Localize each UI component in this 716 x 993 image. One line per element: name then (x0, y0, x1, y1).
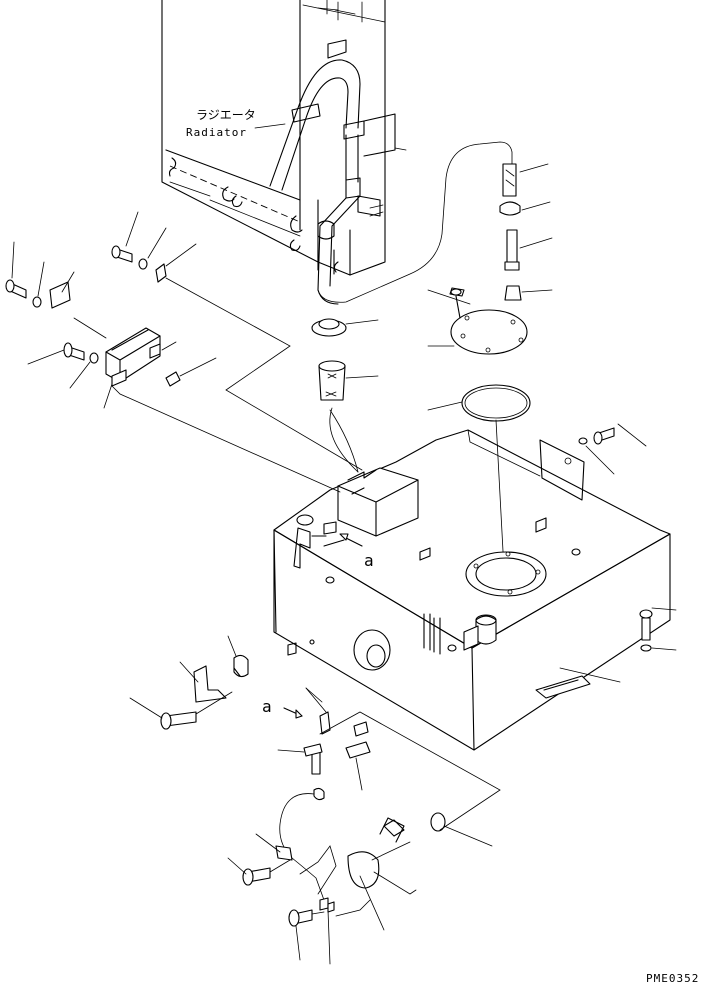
left-bracket-assembly (5, 211, 363, 493)
radiator: ラジエータ Radiator (161, 0, 407, 305)
cover-plate (450, 309, 531, 571)
figure-code: PME0352 (646, 972, 699, 985)
callout-leaders (345, 163, 553, 411)
view-marker-a-upper: a (364, 551, 374, 570)
radiator-label-jp: ラジエータ (196, 108, 256, 122)
view-marker-a-lower: a (262, 697, 272, 716)
overflow-hose (317, 141, 522, 303)
filter-cap (311, 318, 359, 473)
lower-harness-assembly: a a (129, 533, 501, 965)
hydraulic-tank (273, 409, 671, 751)
right-bolt-group (578, 423, 677, 652)
radiator-label-en: Radiator (186, 126, 247, 139)
